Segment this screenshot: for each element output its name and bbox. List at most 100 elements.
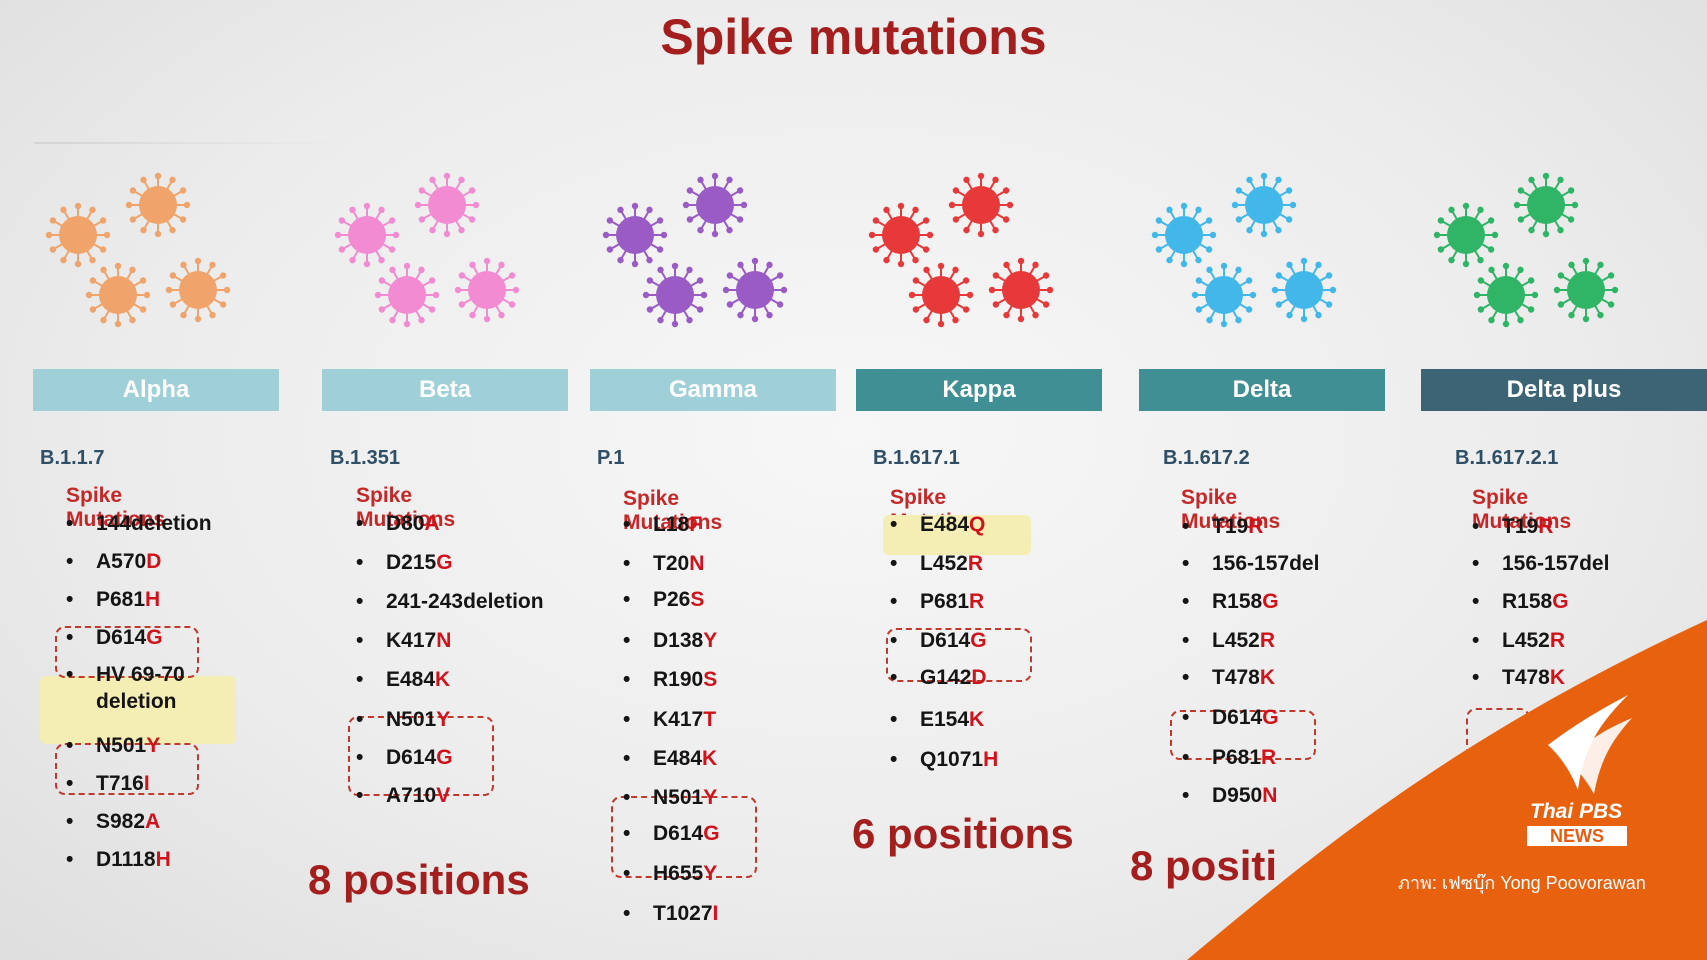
mutation-item: •T19R xyxy=(1182,515,1263,539)
bullet: • xyxy=(356,512,364,535)
title: Spike mutations xyxy=(660,9,1047,65)
mutation-base: E484 xyxy=(653,747,703,770)
bullet: • xyxy=(1182,590,1190,613)
mutation-item: •Q1071H xyxy=(890,748,998,772)
mutation-residue: G xyxy=(1552,590,1569,613)
bullet: • xyxy=(1472,590,1480,613)
bullet: • xyxy=(66,588,74,611)
coronavirus-icon xyxy=(946,170,1016,245)
mutation-residue: I xyxy=(712,902,719,925)
mutation-base: E484 xyxy=(386,668,436,691)
mutation-item: • L452R xyxy=(1182,629,1275,653)
mutation-residue: K xyxy=(969,708,985,731)
coronavirus-icon xyxy=(43,200,113,275)
mutation-highlight xyxy=(40,676,236,744)
mutation-item: •T20N xyxy=(623,552,704,576)
mutation-base: L452 xyxy=(1212,629,1260,652)
bullet: • xyxy=(356,708,364,731)
coronavirus-icon xyxy=(163,255,233,330)
variant-header: Alpha xyxy=(33,369,279,411)
bullet: • xyxy=(890,666,898,689)
bullet: • xyxy=(890,590,898,613)
coronavirus-icon xyxy=(1431,200,1501,275)
mutation-residue: D xyxy=(146,550,162,573)
mutation-item: deletion xyxy=(66,690,177,714)
bullet: • xyxy=(1182,784,1190,807)
mutation-base: 156-157del xyxy=(1212,552,1320,575)
coronavirus-icon xyxy=(906,260,976,335)
mutation-residue: G xyxy=(1262,590,1279,613)
virus-cluster xyxy=(43,170,263,360)
bullet: • xyxy=(890,513,898,536)
bullet: • xyxy=(1472,666,1480,689)
mutation-item: • R158G xyxy=(1472,590,1569,614)
bullet: • xyxy=(890,708,898,731)
bullet: • xyxy=(66,810,74,833)
mutation-item: •N501Y xyxy=(66,734,160,758)
mutation-base: T478 xyxy=(1502,666,1550,689)
logo-brand: Thai PBS xyxy=(1530,800,1623,823)
mutation-base: P26 xyxy=(653,588,691,611)
mutation-item: •H655Y xyxy=(623,862,717,886)
lineage-label: B.1.351 xyxy=(330,447,401,469)
coronavirus-icon xyxy=(640,260,710,335)
mutation-base: D80 xyxy=(386,512,425,535)
mutation-base: P681 xyxy=(1212,746,1262,769)
bullet: • xyxy=(890,552,898,575)
bullet: • xyxy=(356,590,364,613)
bullet: • xyxy=(1472,515,1480,538)
mutation-residue: Y xyxy=(436,708,451,731)
mutation-item: •L18F xyxy=(623,513,702,537)
mutation-item: • D80A xyxy=(356,512,440,536)
dashed-callout-box xyxy=(611,796,757,878)
mutation-base: R158 xyxy=(1502,590,1553,613)
mutation-base: N501 xyxy=(653,786,704,809)
mutation-base: 144deletion xyxy=(96,512,212,535)
mutation-item: •D614G xyxy=(356,746,453,770)
mutation-item: •L452R xyxy=(890,552,983,576)
bullet: • xyxy=(1182,706,1190,729)
mutation-item: •E154K xyxy=(890,708,984,732)
mutation-item: •T19R xyxy=(1472,515,1553,539)
mutation-item: •T1027I xyxy=(623,902,718,926)
lineage-label: B.1.617.1 xyxy=(873,447,960,469)
bullet: • xyxy=(356,784,364,807)
coronavirus-icon xyxy=(372,260,442,335)
bullet: • xyxy=(356,551,364,574)
mutation-residue: G xyxy=(703,822,720,845)
dashed-callout-box xyxy=(348,716,494,796)
mutation-residue: Q xyxy=(969,513,986,536)
coronavirus-icon xyxy=(866,200,936,275)
mutation-residue: K xyxy=(435,668,451,691)
mutation-residue: R xyxy=(1538,515,1554,538)
bullet: • xyxy=(890,748,898,771)
dashed-callout-box xyxy=(1170,710,1316,760)
mutation-item: •L452R xyxy=(1472,629,1565,653)
mutation-base: D1118 xyxy=(96,848,156,871)
bullet: • xyxy=(66,550,74,573)
mutation-residue: A xyxy=(424,512,440,535)
mutation-base: D215 xyxy=(386,551,437,574)
mutation-item: •S982A xyxy=(66,810,160,834)
mutation-base: K417 xyxy=(653,708,704,731)
positions-count: 8 positions xyxy=(308,856,530,903)
spike-mutations-label: Spike Mutations xyxy=(1472,486,1572,533)
logo-news: NEWS xyxy=(1527,826,1627,846)
bullet: • xyxy=(1472,552,1480,575)
mutation-base: D614 xyxy=(96,626,147,649)
mutation-residue: F xyxy=(689,513,703,536)
mutation-base: G142 xyxy=(920,666,972,689)
bullet: • xyxy=(1182,629,1190,652)
mutation-residue: R xyxy=(1261,746,1277,769)
bullet: • xyxy=(66,772,74,795)
variant-header: Kappa xyxy=(856,369,1102,411)
mutation-highlight xyxy=(883,515,1031,555)
bullet: • xyxy=(1182,746,1190,769)
mutation-item: •D614G xyxy=(890,629,987,653)
bullet: • xyxy=(1182,552,1190,575)
mutation-residue: G xyxy=(146,626,163,649)
mutation-residue: R xyxy=(1259,629,1276,652)
virus-cluster xyxy=(1149,170,1369,360)
mutation-base: P681 xyxy=(96,588,146,611)
mutation-residue: S xyxy=(703,668,718,691)
